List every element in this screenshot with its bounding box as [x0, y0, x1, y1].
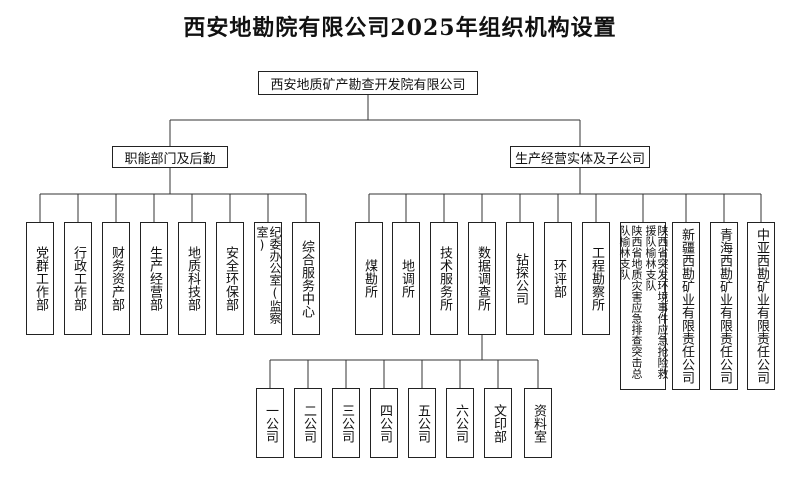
branch-label: 资料室: [531, 403, 546, 443]
branch-box: 一公司: [256, 388, 284, 458]
branch-box: 五公司: [408, 388, 436, 458]
branch-label: 四公司: [377, 403, 392, 443]
branch-label: 六公司: [453, 403, 468, 443]
dept-box: 纪委办公室(监察室): [254, 222, 282, 335]
emergency-unit-label: 陕西省突发环境事件应急抢险救援队榆林支队: [644, 225, 669, 379]
branch-label: 一公司: [263, 403, 278, 443]
unit-box: 地调所: [392, 222, 420, 335]
branch-box: 六公司: [446, 388, 474, 458]
dept-box: 地质科技部: [178, 222, 206, 335]
subsidiary-box: 中亚西勘矿业有限责任公司: [747, 222, 775, 390]
unit-label: 环评部: [551, 259, 566, 298]
dept-label: 党群工作部: [33, 246, 48, 311]
root-company-label: 西安地质矿产勘查开发院有限公司: [270, 77, 466, 93]
dept-label: 综合服务中心: [299, 239, 314, 318]
branch-label: 五公司: [415, 403, 430, 443]
subsidiary-box: 青海西勘矿业有限责任公司: [710, 222, 738, 390]
unit-box: 技术服务所: [430, 222, 458, 335]
unit-label: 技术服务所: [437, 246, 452, 311]
functional-group-label: 职能部门及后勤: [124, 151, 216, 167]
unit-label: 数据调查所: [475, 246, 490, 311]
dept-label: 财务资产部: [109, 246, 124, 311]
dept-box: 安全环保部: [216, 222, 244, 335]
unit-label: 地调所: [399, 259, 414, 298]
production-group-label: 生产经营实体及子公司: [514, 151, 645, 167]
unit-label: 工程勘察所: [589, 246, 604, 311]
subsidiary-label: 青海西勘矿业有限责任公司: [717, 228, 732, 384]
unit-box: 环评部: [544, 222, 572, 335]
dept-box: 党群工作部: [26, 222, 54, 335]
dept-box: 生产经营部: [140, 222, 168, 335]
dept-label: 安全环保部: [223, 246, 238, 311]
dept-label: 纪委办公室(监察室): [255, 225, 282, 324]
emergency-unit-label: 陕西省地质灾害应急排查突击总队榆林支队: [618, 225, 643, 379]
dept-label: 生产经营部: [147, 246, 162, 311]
branch-label: 二公司: [301, 403, 316, 443]
dept-box: 财务资产部: [102, 222, 130, 335]
emergency-unit-box: 陕西省地质灾害应急排查突击总队榆林支队 陕西省突发环境事件应急抢险救援队榆林支队: [618, 222, 669, 390]
branch-box: 文印部: [484, 388, 512, 458]
branch-box: 三公司: [332, 388, 360, 458]
dept-box: 行政工作部: [64, 222, 92, 335]
unit-label: 钻探公司: [513, 252, 528, 305]
branch-box: 资料室: [524, 388, 552, 458]
branch-box: 四公司: [370, 388, 398, 458]
functional-group-box: 职能部门及后勤: [112, 146, 228, 168]
branch-label: 三公司: [339, 403, 354, 443]
unit-box: 煤勘所: [355, 222, 383, 335]
dept-label: 行政工作部: [71, 246, 86, 311]
dept-label: 地质科技部: [185, 246, 200, 311]
branch-box: 二公司: [294, 388, 322, 458]
unit-label: 煤勘所: [362, 259, 377, 298]
unit-box: 数据调查所: [468, 222, 496, 335]
unit-box: 工程勘察所: [582, 222, 610, 335]
production-group-box: 生产经营实体及子公司: [510, 146, 650, 168]
dept-box: 综合服务中心: [292, 222, 320, 335]
subsidiary-box: 新疆西勘矿业有限责任公司: [672, 222, 700, 390]
chart-title: 西安地勘院有限公司2025年组织机构设置: [183, 15, 617, 41]
subsidiary-label: 中亚西勘矿业有限责任公司: [754, 228, 769, 384]
subsidiary-label: 新疆西勘矿业有限责任公司: [679, 228, 694, 384]
branch-label: 文印部: [491, 403, 506, 443]
root-company-box: 西安地质矿产勘查开发院有限公司: [258, 71, 478, 95]
unit-box: 钻探公司: [506, 222, 534, 335]
